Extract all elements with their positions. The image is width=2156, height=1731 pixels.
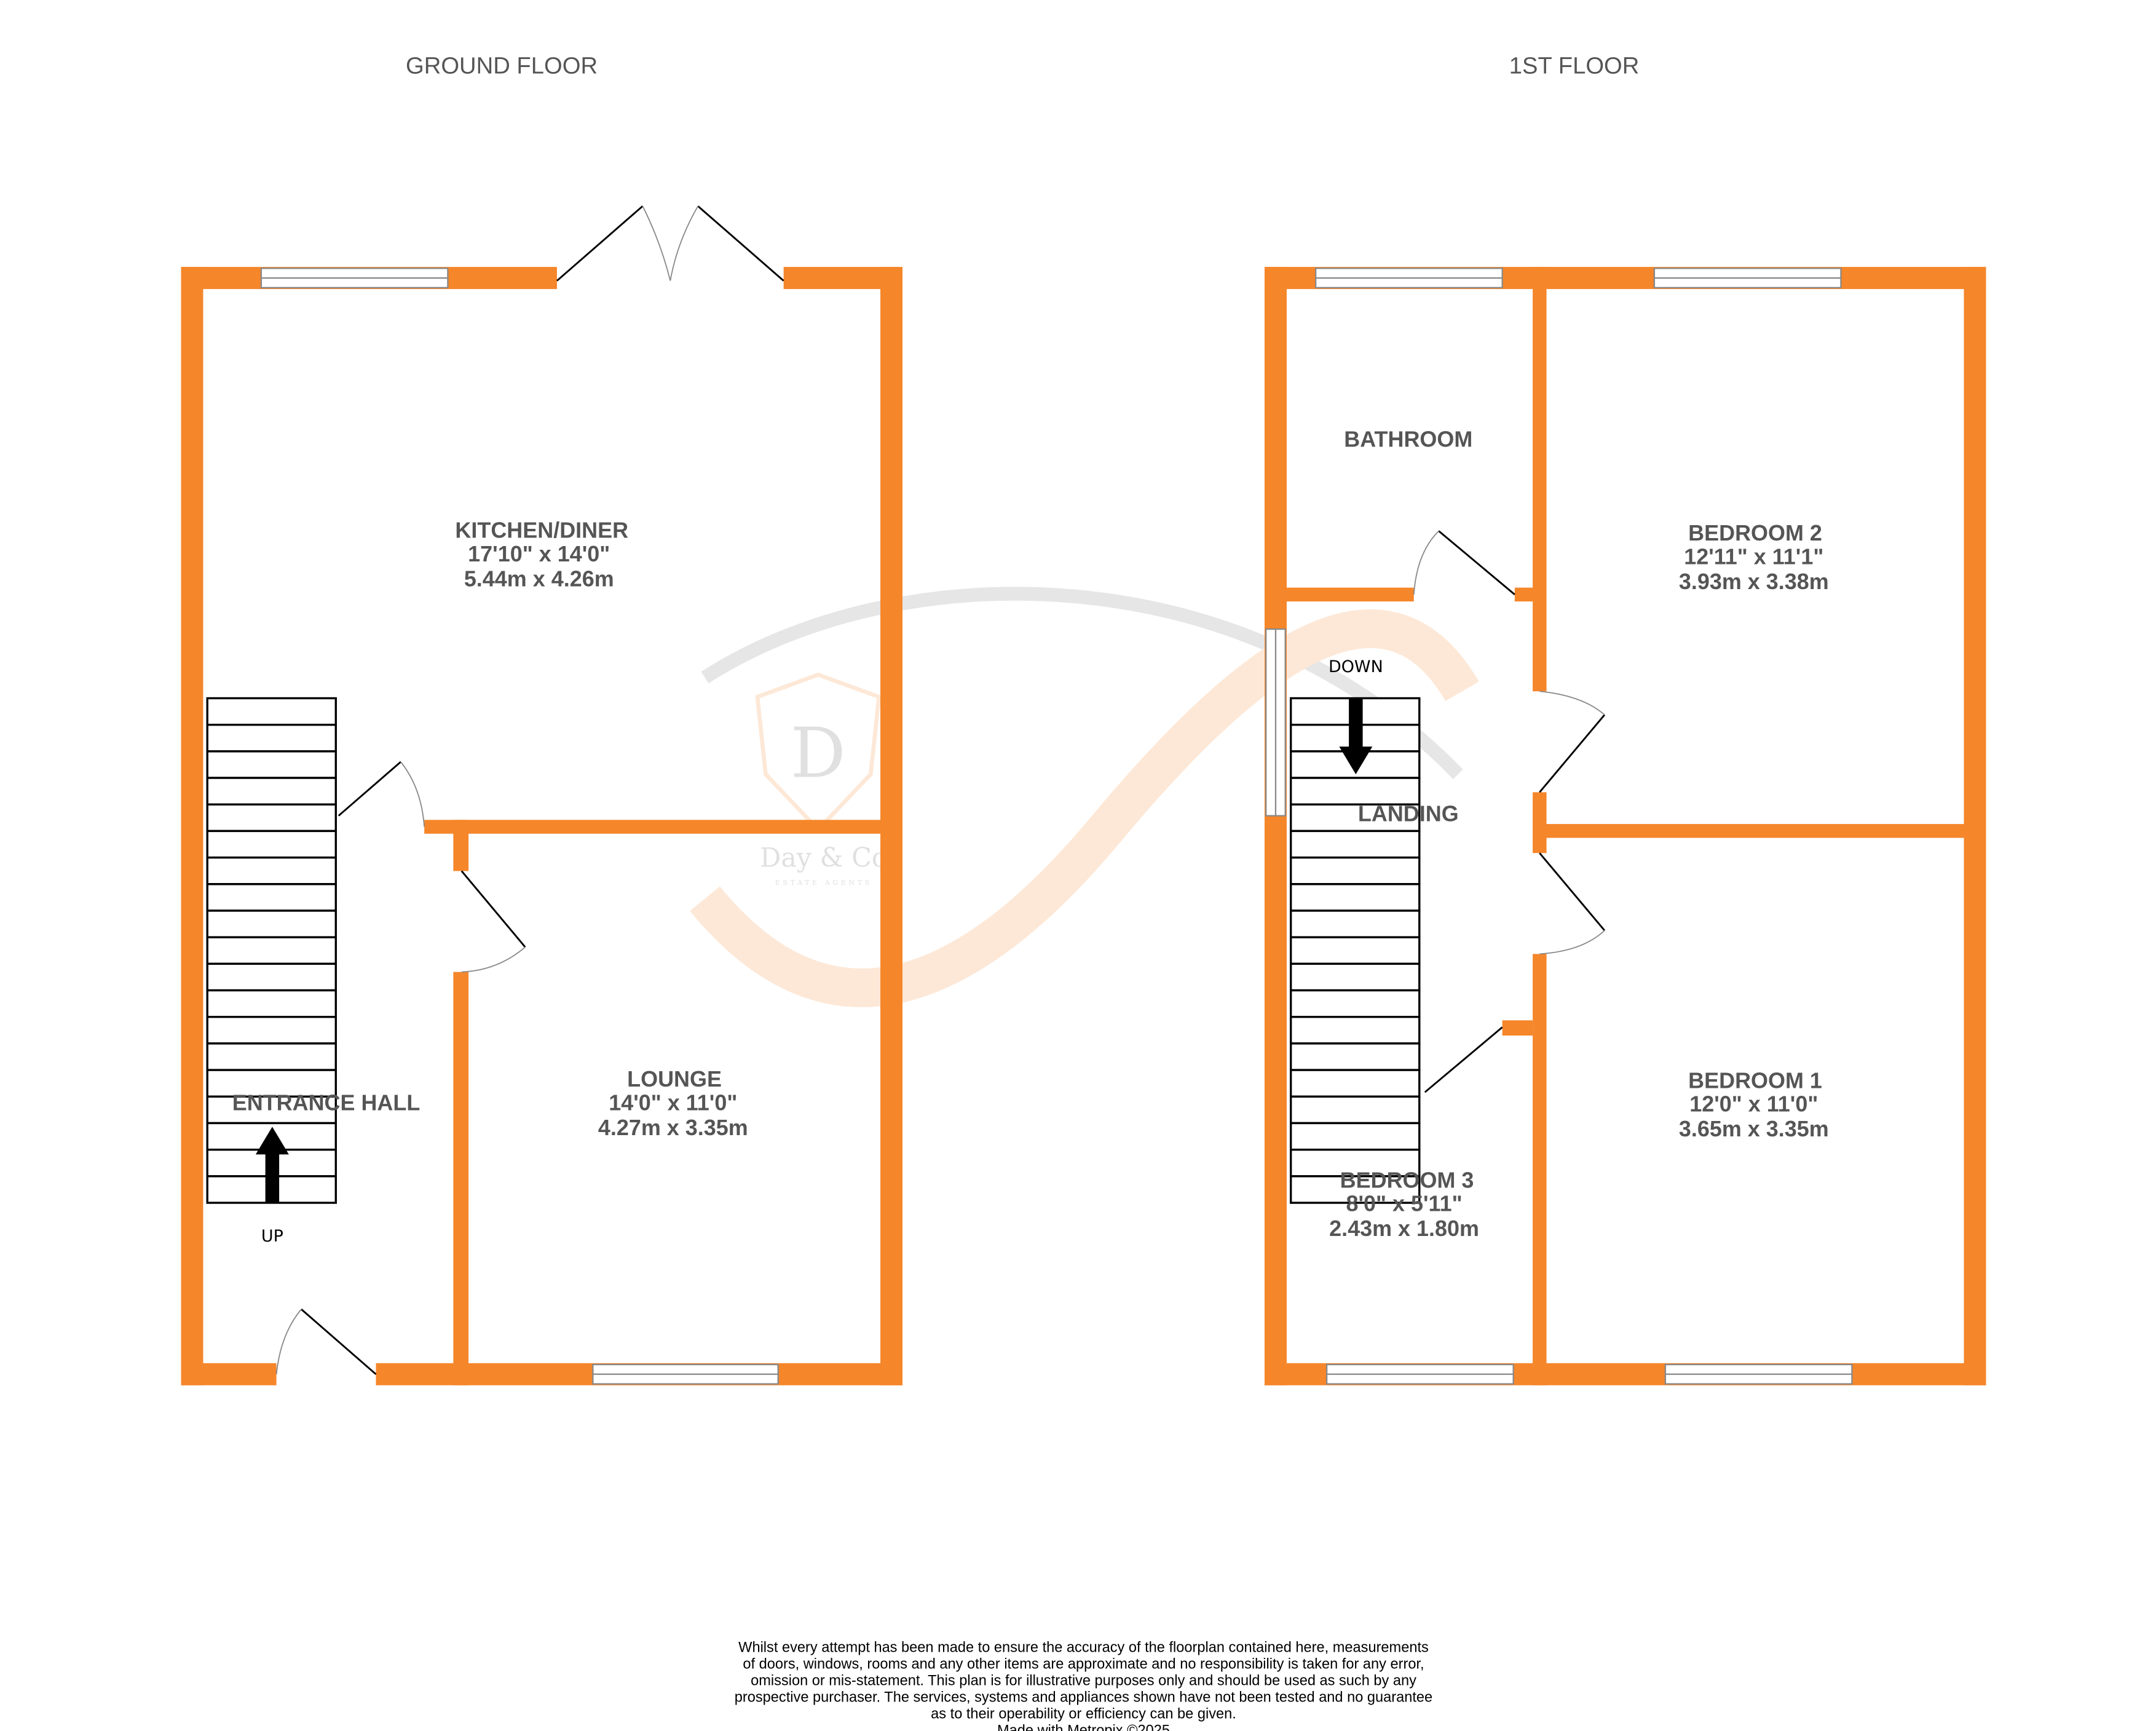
room-name-landing: LANDING	[1358, 801, 1459, 826]
stair-tread	[1290, 830, 1421, 859]
stair-tread	[206, 723, 337, 753]
stair-tread	[1290, 1095, 1421, 1125]
room-name-bedroom-1: BEDROOM 1	[1688, 1068, 1822, 1093]
door	[1424, 1026, 1503, 1093]
room-size-metric: 5.44m x 4.26m	[464, 566, 614, 591]
watermark-tagline: ESTATE AGENTS	[775, 879, 872, 887]
room-name-lounge: LOUNGE	[627, 1066, 722, 1091]
stair-tread	[206, 750, 337, 779]
room-size-imperial: 12'0" x 11'0"	[1689, 1091, 1818, 1117]
disclaimer-line: Whilst every attempt has been made to en…	[738, 1640, 1429, 1656]
disclaimer-line: omission or mis-statement. This plan is …	[751, 1673, 1416, 1689]
room-size-imperial: 8'0" x 5'11"	[1346, 1191, 1462, 1216]
french-doors	[556, 205, 784, 282]
door	[460, 870, 526, 973]
stair-tread	[206, 803, 337, 833]
stair-tread	[206, 909, 337, 938]
room-size-imperial: 14'0" x 11'0"	[609, 1090, 737, 1115]
staircase	[206, 697, 337, 1204]
door	[338, 761, 425, 827]
stair-tread	[206, 1042, 337, 1071]
stair-tread	[206, 1069, 337, 1098]
room-name-kitchen-diner: KITCHEN/DINER	[455, 518, 628, 543]
room-size-metric: 4.27m x 3.35m	[598, 1115, 748, 1140]
room-name-bedroom-2: BEDROOM 2	[1688, 520, 1822, 545]
disclaimer-line: of doors, windows, rooms and any other i…	[743, 1657, 1424, 1673]
stair-tread	[1290, 1175, 1421, 1204]
stair-tread	[206, 830, 337, 859]
door	[1413, 530, 1515, 595]
stair-tread	[1290, 989, 1421, 1018]
room-name-entrance-hall: ENTRANCE HALL	[232, 1090, 421, 1115]
stair-tread	[206, 936, 337, 965]
disclaimer-line: as to their operability or efficiency ca…	[931, 1706, 1236, 1722]
stair-tread	[1290, 936, 1421, 965]
room-size-metric: 3.65m x 3.35m	[1679, 1116, 1829, 1141]
stair-tread	[1290, 1016, 1421, 1045]
first-floor-title: 1ST FLOOR	[1509, 52, 1640, 79]
stair-tread	[1290, 909, 1421, 938]
staircase	[1290, 697, 1421, 1204]
stair-tread	[1290, 883, 1421, 912]
stair-tread	[206, 697, 337, 726]
stair-tread	[206, 1016, 337, 1045]
door	[1539, 691, 1606, 793]
watermark: D Day & Co ESTATE AGENTS	[690, 587, 1479, 1007]
stair-tread	[206, 777, 337, 806]
stair-tread	[1290, 803, 1421, 833]
room-name-bedroom-3: BEDROOM 3	[1340, 1167, 1474, 1192]
disclaimer: Whilst every attempt has been made to en…	[735, 1640, 1432, 1731]
disclaimer-line: prospective purchaser. The services, sys…	[735, 1690, 1432, 1706]
room-size-metric: 2.43m x 1.80m	[1329, 1216, 1479, 1241]
ground-floor-plan: UP KITCHEN/DINER 17'10" x 14'0" 5.44m x …	[181, 205, 902, 1385]
stairs-down-label: DOWN	[1329, 657, 1383, 676]
door	[1539, 852, 1606, 955]
room-size-imperial: 17'10" x 14'0"	[468, 541, 610, 566]
watermark-brand: Day & Co	[760, 843, 887, 874]
stair-tread	[1290, 962, 1421, 992]
room-name-bathroom: BATHROOM	[1344, 426, 1472, 451]
stair-tread	[206, 962, 337, 992]
stair-tread	[1290, 1069, 1421, 1098]
ground-floor-title: GROUND FLOOR	[406, 52, 598, 79]
stair-tread	[206, 989, 337, 1018]
watermark-letter: D	[791, 713, 846, 794]
room-size-metric: 3.93m x 3.38m	[1679, 569, 1829, 594]
stair-tread	[1290, 1148, 1421, 1178]
metropix-credit: Made with Metropix ©2025	[997, 1723, 1170, 1731]
stairs-up-label: UP	[261, 1227, 283, 1246]
stair-tread	[1290, 777, 1421, 806]
room-size-imperial: 12'11" x 11'1"	[1684, 544, 1823, 569]
stair-tread	[206, 883, 337, 912]
stair-tread	[1290, 1042, 1421, 1071]
stair-tread	[1290, 1122, 1421, 1151]
first-floor-plan: DOWN BATHROOM BEDROOM 2 12'11" x 11'1" 3…	[1264, 267, 1986, 1385]
shield-icon	[755, 672, 882, 833]
down-arrow-icon	[1339, 698, 1373, 775]
front-door	[275, 1309, 377, 1375]
stair-tread	[1290, 856, 1421, 885]
up-arrow-icon	[255, 1127, 289, 1203]
stair-tread	[206, 856, 337, 885]
